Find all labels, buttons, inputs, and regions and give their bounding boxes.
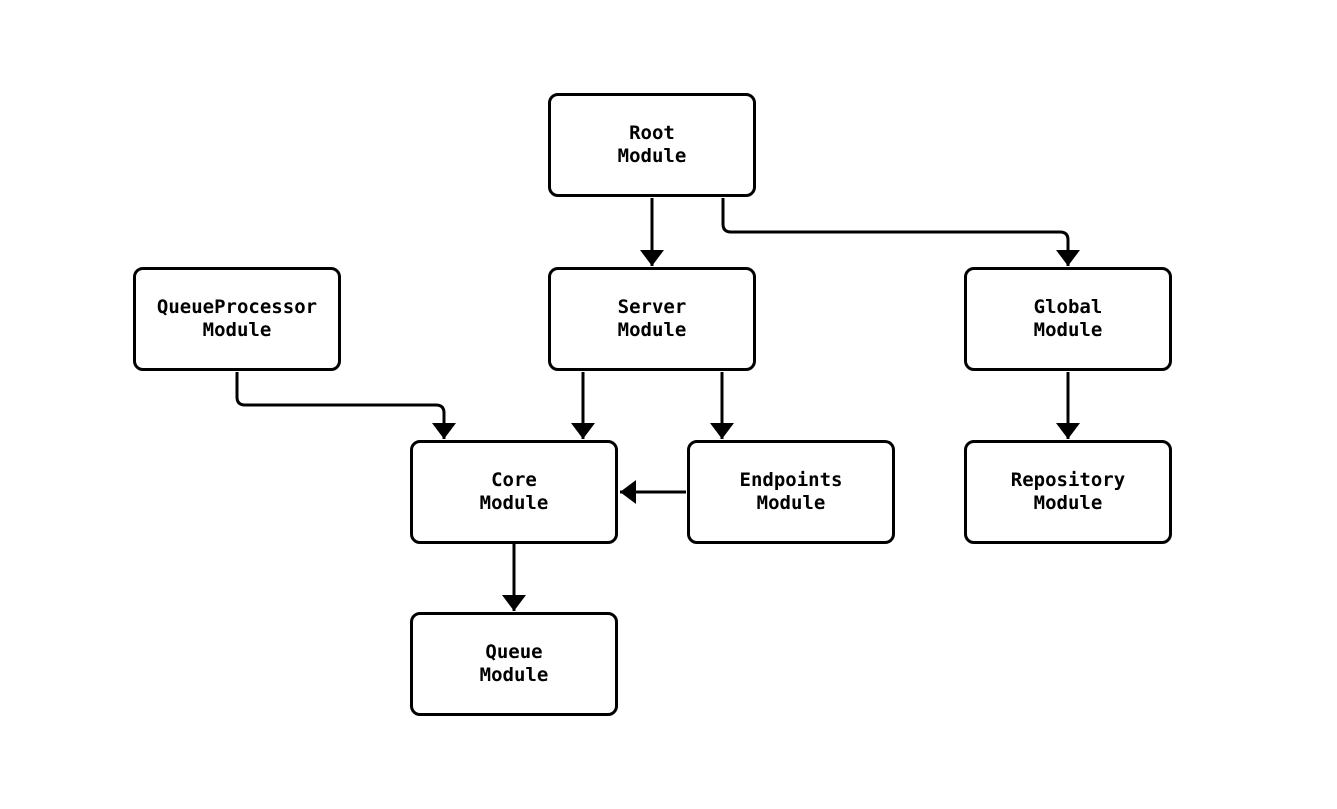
node-label-server-module: Server Module <box>617 296 687 341</box>
node-label-core-module: Core Module <box>479 469 549 514</box>
arrowhead-server-to-endpoints <box>710 423 734 439</box>
node-core-module: Core Module <box>410 440 618 544</box>
arrowhead-root-to-server <box>640 250 664 266</box>
node-root-module: Root Module <box>548 93 756 197</box>
arrowhead-endpoints-to-core <box>620 480 636 504</box>
node-label-queueprocessor-module: QueueProcessor Module <box>156 296 318 341</box>
edge-root-to-global <box>721 198 1070 266</box>
node-queue-module: Queue Module <box>410 612 618 716</box>
arrowhead-server-to-core <box>571 423 595 439</box>
node-server-module: Server Module <box>548 267 756 371</box>
arrowhead-root-to-global <box>1056 250 1080 266</box>
node-repository-module: Repository Module <box>964 440 1172 544</box>
node-endpoints-module: Endpoints Module <box>687 440 895 544</box>
node-queueprocessor-module: QueueProcessor Module <box>133 267 341 371</box>
node-label-endpoints-module: Endpoints Module <box>739 469 843 514</box>
arrowhead-core-to-queue <box>502 595 526 611</box>
node-global-module: Global Module <box>964 267 1172 371</box>
node-label-global-module: Global Module <box>1033 296 1103 341</box>
node-label-repository-module: Repository Module <box>1010 469 1126 514</box>
arrowhead-queueprocessor-to-core <box>432 423 456 439</box>
edge-queueprocessor-to-core <box>235 372 446 439</box>
arrowhead-global-to-repository <box>1056 423 1080 439</box>
node-label-root-module: Root Module <box>617 122 687 167</box>
node-label-queue-module: Queue Module <box>479 641 549 686</box>
